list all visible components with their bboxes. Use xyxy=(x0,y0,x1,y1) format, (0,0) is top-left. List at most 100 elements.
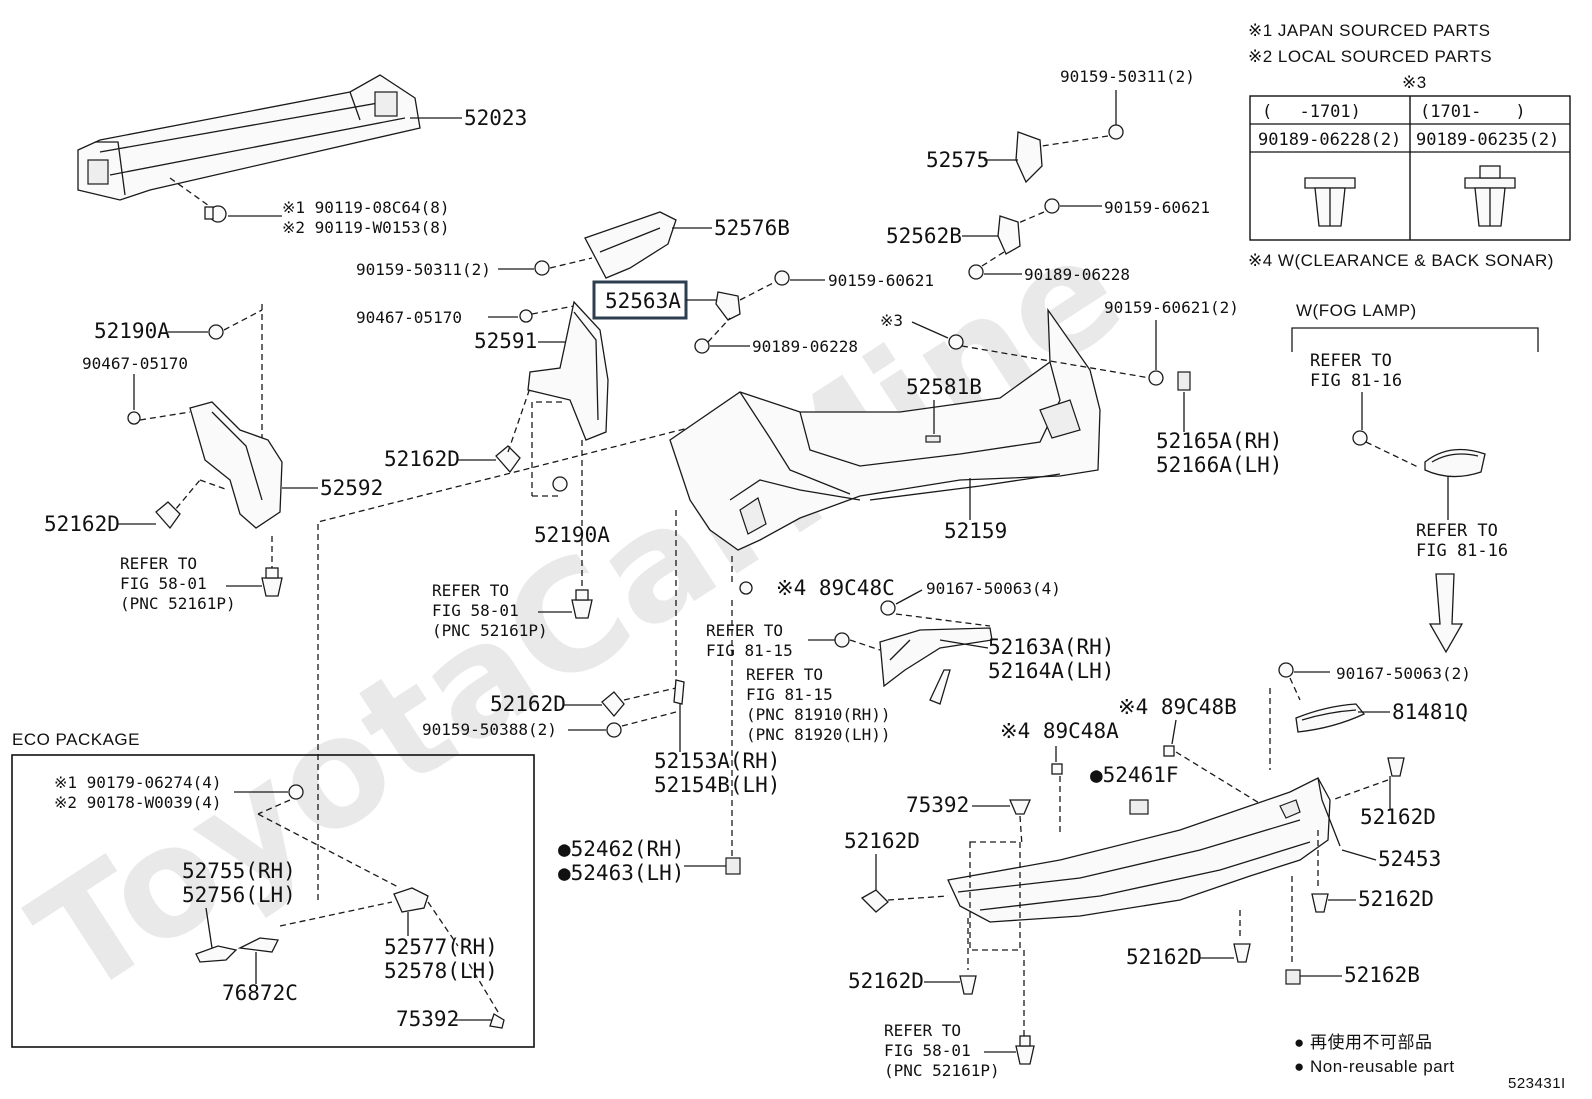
clip-icon xyxy=(519,309,533,323)
label-52190a-a: 52190A xyxy=(94,319,170,343)
table-col2-header: (1701- ) xyxy=(1420,102,1526,122)
label-52163a: 52163A(RH) xyxy=(988,635,1114,659)
label-89c48b: ※4 89C48B xyxy=(1118,695,1237,719)
table-col2-part: 90189-06235(2) xyxy=(1416,130,1559,150)
label-52162b: 52162B xyxy=(1344,963,1420,987)
label-52162d-1: 52162D xyxy=(44,512,120,536)
bolt-icon xyxy=(204,205,227,223)
bolt-icon xyxy=(774,270,790,286)
bolt-icon xyxy=(1148,370,1164,386)
label-52165a: 52165A(RH) xyxy=(1156,429,1282,453)
fog-refer-top-2: FIG 81-16 xyxy=(1310,371,1402,391)
bolt-icon xyxy=(1108,124,1124,140)
label-52563a[interactable]: 52563A xyxy=(605,289,681,313)
clip-icon xyxy=(968,264,984,280)
footer-nonreuse-en: ● Non-reusable part xyxy=(1294,1057,1455,1076)
fog-lamp-title: W(FOG LAMP) xyxy=(1296,301,1417,320)
fog-refer-mid-2: FIG 81-16 xyxy=(1416,541,1508,561)
variant-table: ( -1701) (1701- ) 90189-06228(2) 90189-0… xyxy=(1249,95,1571,241)
push-clip-icon xyxy=(1233,943,1251,963)
refer-58-b-3: (PNC 52161P) xyxy=(432,621,548,640)
refer-81-15-b-4: (PNC 81920(LH)) xyxy=(746,725,891,744)
bolt-icon xyxy=(834,632,850,648)
label-90159-50311-b: 90159-50311(2) xyxy=(1060,67,1195,86)
refer-58-c-3: (PNC 52161P) xyxy=(884,1061,1000,1080)
label-90159-60621-2: 90159-60621(2) xyxy=(1104,298,1239,317)
bracket-52577 xyxy=(393,887,429,913)
label-90467-05170-b: 90467-05170 xyxy=(82,354,188,373)
label-90159-60621-a: 90159-60621 xyxy=(828,271,934,290)
label-89c48c: ※4 89C48C xyxy=(776,576,895,600)
label-52159: 52159 xyxy=(944,519,1007,543)
eco-label-75392: 75392 xyxy=(396,1007,459,1031)
label-52461f: ●52461F xyxy=(1090,763,1179,787)
arrow-down-icon xyxy=(1428,573,1464,654)
label-90167-50063-4: 90167-50063(4) xyxy=(926,579,1061,598)
bracket-52563a xyxy=(715,291,741,321)
eco-label-52577: 52577(RH) xyxy=(384,935,498,959)
label-52153a: 52153A(RH) xyxy=(654,749,780,773)
push-clip-icon xyxy=(1015,1035,1035,1065)
eco-clip-2: ※2 90178-W0039(4) xyxy=(54,793,222,812)
eco-label-52578: 52578(LH) xyxy=(384,959,498,983)
refer-81-15-a-1: REFER TO xyxy=(706,621,783,640)
clip-icon-new xyxy=(1464,165,1516,227)
reflector-bracket xyxy=(879,627,993,705)
clip-icon xyxy=(694,338,710,354)
clip-icon xyxy=(552,476,568,492)
label-52463: ●52463(LH) xyxy=(558,861,684,885)
bolt-icon xyxy=(1278,662,1294,678)
legend-note-1: ※1 JAPAN SOURCED PARTS xyxy=(1248,21,1491,40)
highlighted-part-box[interactable] xyxy=(592,280,688,320)
rear-bumper-reinforcement xyxy=(77,74,421,201)
bolt-icon xyxy=(880,600,896,616)
label-52164a: 52164A(LH) xyxy=(988,659,1114,683)
bracket-52153a xyxy=(673,679,685,705)
label-90159-50311-a: 90159-50311(2) xyxy=(356,260,491,279)
refer-81-15-b-3: (PNC 81910(RH)) xyxy=(746,705,891,724)
label-52023: 52023 xyxy=(464,106,527,130)
label-89c48a: ※4 89C48A xyxy=(1000,719,1119,743)
fog-refer-top-1: REFER TO xyxy=(1310,351,1392,371)
reflector-81481q xyxy=(1295,703,1366,733)
label-52576b: 52576B xyxy=(714,216,790,240)
refer-58-b-1: REFER TO xyxy=(432,581,509,600)
bolt-icon xyxy=(606,722,622,738)
refer-81-15-b-1: REFER TO xyxy=(746,665,823,684)
label-90159-50388: 90159-50388(2) xyxy=(422,720,557,739)
fog-lamp-clip xyxy=(1352,430,1368,446)
clip-icon xyxy=(1163,745,1175,757)
bolt-icon xyxy=(534,260,550,276)
legend-note-4: ※4 W(CLEARANCE & BACK SONAR) xyxy=(1248,251,1554,270)
eco-label-52756: 52756(LH) xyxy=(182,883,296,907)
refer-58-c-1: REFER TO xyxy=(884,1021,961,1040)
label-52190a-b: 52190A xyxy=(534,523,610,547)
refer-81-15-b-2: FIG 81-15 xyxy=(746,685,833,704)
retainer-52591 xyxy=(527,300,609,441)
clip-icon-old xyxy=(1304,177,1356,227)
bracket-52576b xyxy=(584,211,677,279)
clip-icon xyxy=(208,324,224,340)
label-bolt-2: ※2 90119-W0153(8) xyxy=(282,218,450,237)
plate-52462 xyxy=(725,857,741,875)
clip-icon xyxy=(127,411,141,425)
label-52575: 52575 xyxy=(926,148,989,172)
refer-81-15-a-2: FIG 81-15 xyxy=(706,641,793,660)
label-90189-06228-b: 90189-06228 xyxy=(1024,265,1130,284)
bracket-52575 xyxy=(1015,131,1043,184)
fog-lamp-bracket xyxy=(1291,327,1539,352)
eco-clip-1: ※1 90179-06274(4) xyxy=(54,773,222,792)
label-81481q: 81481Q xyxy=(1392,700,1468,724)
clip-icon xyxy=(1051,763,1063,775)
plate-52461f xyxy=(1129,799,1149,815)
label-52591: 52591 xyxy=(474,329,537,353)
eco-package-box xyxy=(11,754,535,1048)
fog-lamp-part xyxy=(1424,448,1486,478)
refer-58-b-2: FIG 58-01 xyxy=(432,601,519,620)
pad-76872c xyxy=(237,937,279,953)
push-clip-icon xyxy=(1311,893,1329,913)
footer-nonreuse-jp: ● 再使用不可部品 xyxy=(1294,1032,1433,1052)
label-90159-60621-b: 90159-60621 xyxy=(1104,198,1210,217)
